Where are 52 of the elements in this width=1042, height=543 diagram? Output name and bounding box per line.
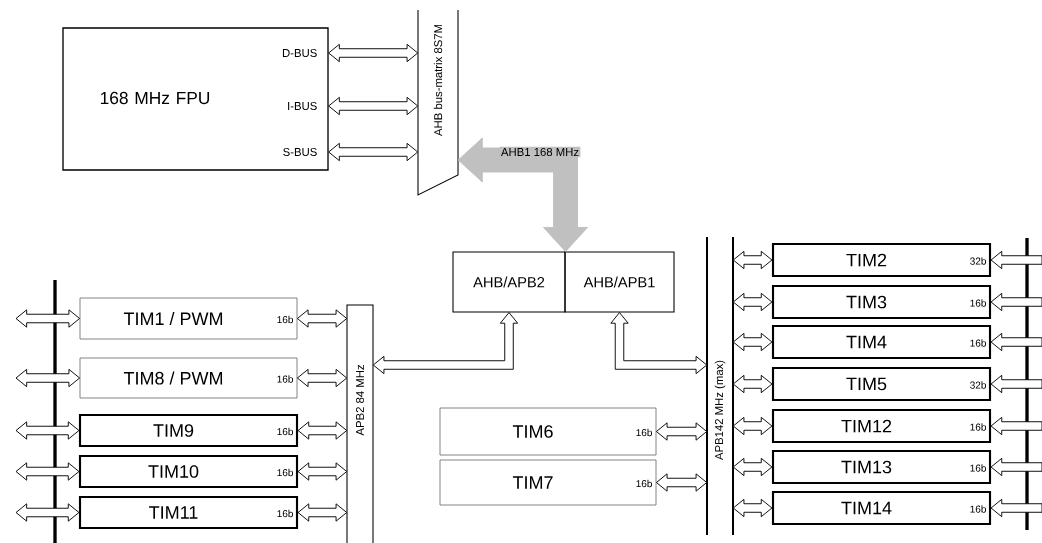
double-arrow <box>328 142 419 162</box>
double-arrow <box>296 368 348 388</box>
bridge-box: AHB/APB2 <box>452 251 566 313</box>
double-arrow <box>15 309 81 328</box>
double-arrow <box>655 473 708 492</box>
double-arrow <box>655 422 708 441</box>
timer-box: TIM11 16b <box>78 495 299 530</box>
double-arrow <box>732 374 773 394</box>
double-arrow <box>990 292 1042 312</box>
double-arrow <box>990 498 1042 518</box>
double-arrow <box>372 312 519 375</box>
double-arrow <box>297 462 348 481</box>
bus-band: APB142 MHz (max) <box>706 236 734 536</box>
double-arrow <box>328 43 419 63</box>
timer-box: TIM14 16b <box>771 490 992 526</box>
timer-box: TIM6 16b <box>439 407 657 456</box>
double-arrow <box>990 457 1042 477</box>
timer-box: TIM1 / PWM 16b <box>79 297 298 340</box>
double-arrow <box>297 503 348 522</box>
double-arrow <box>990 374 1042 394</box>
double-arrow <box>297 421 348 440</box>
double-arrow <box>15 368 81 388</box>
double-arrow <box>990 250 1042 270</box>
bus-bar: APB2 84 MHz <box>346 304 374 543</box>
double-arrow <box>732 292 773 312</box>
double-arrow <box>296 309 348 328</box>
double-arrow <box>328 96 419 116</box>
double-arrow <box>15 503 80 522</box>
double-arrow <box>610 312 708 375</box>
timer-box: TIM7 16b <box>439 459 657 506</box>
double-arrow <box>732 416 773 436</box>
bus-matrix: AHB bus-matrix 8S7M <box>417 9 459 196</box>
double-arrow <box>990 332 1042 352</box>
timer-box: TIM8 / PWM 16b <box>79 357 298 399</box>
double-arrow <box>732 250 773 270</box>
double-arrow <box>732 457 773 477</box>
timer-box: TIM13 16b <box>771 449 992 485</box>
timer-box: TIM12 16b <box>771 408 992 444</box>
edge-label: AHB1 168 MHz <box>501 148 579 156</box>
timer-box: TIM2 32b <box>771 242 992 278</box>
double-arrow <box>15 462 80 481</box>
timer-box: TIM5 32b <box>771 366 992 402</box>
timer-box: TIM10 16b <box>78 454 299 489</box>
double-arrow <box>15 421 80 440</box>
double-arrow <box>732 332 773 352</box>
processor-box: 168 MHz FPU D-BUS I-BUS S-BUS <box>62 27 329 171</box>
double-arrow <box>990 416 1042 436</box>
timer-box: TIM3 16b <box>771 284 992 320</box>
timer-box: TIM4 16b <box>771 324 992 360</box>
double-arrow <box>732 498 773 518</box>
timer-box: TIM9 16b <box>78 413 299 448</box>
bridge-box: AHB/APB1 <box>564 251 675 313</box>
